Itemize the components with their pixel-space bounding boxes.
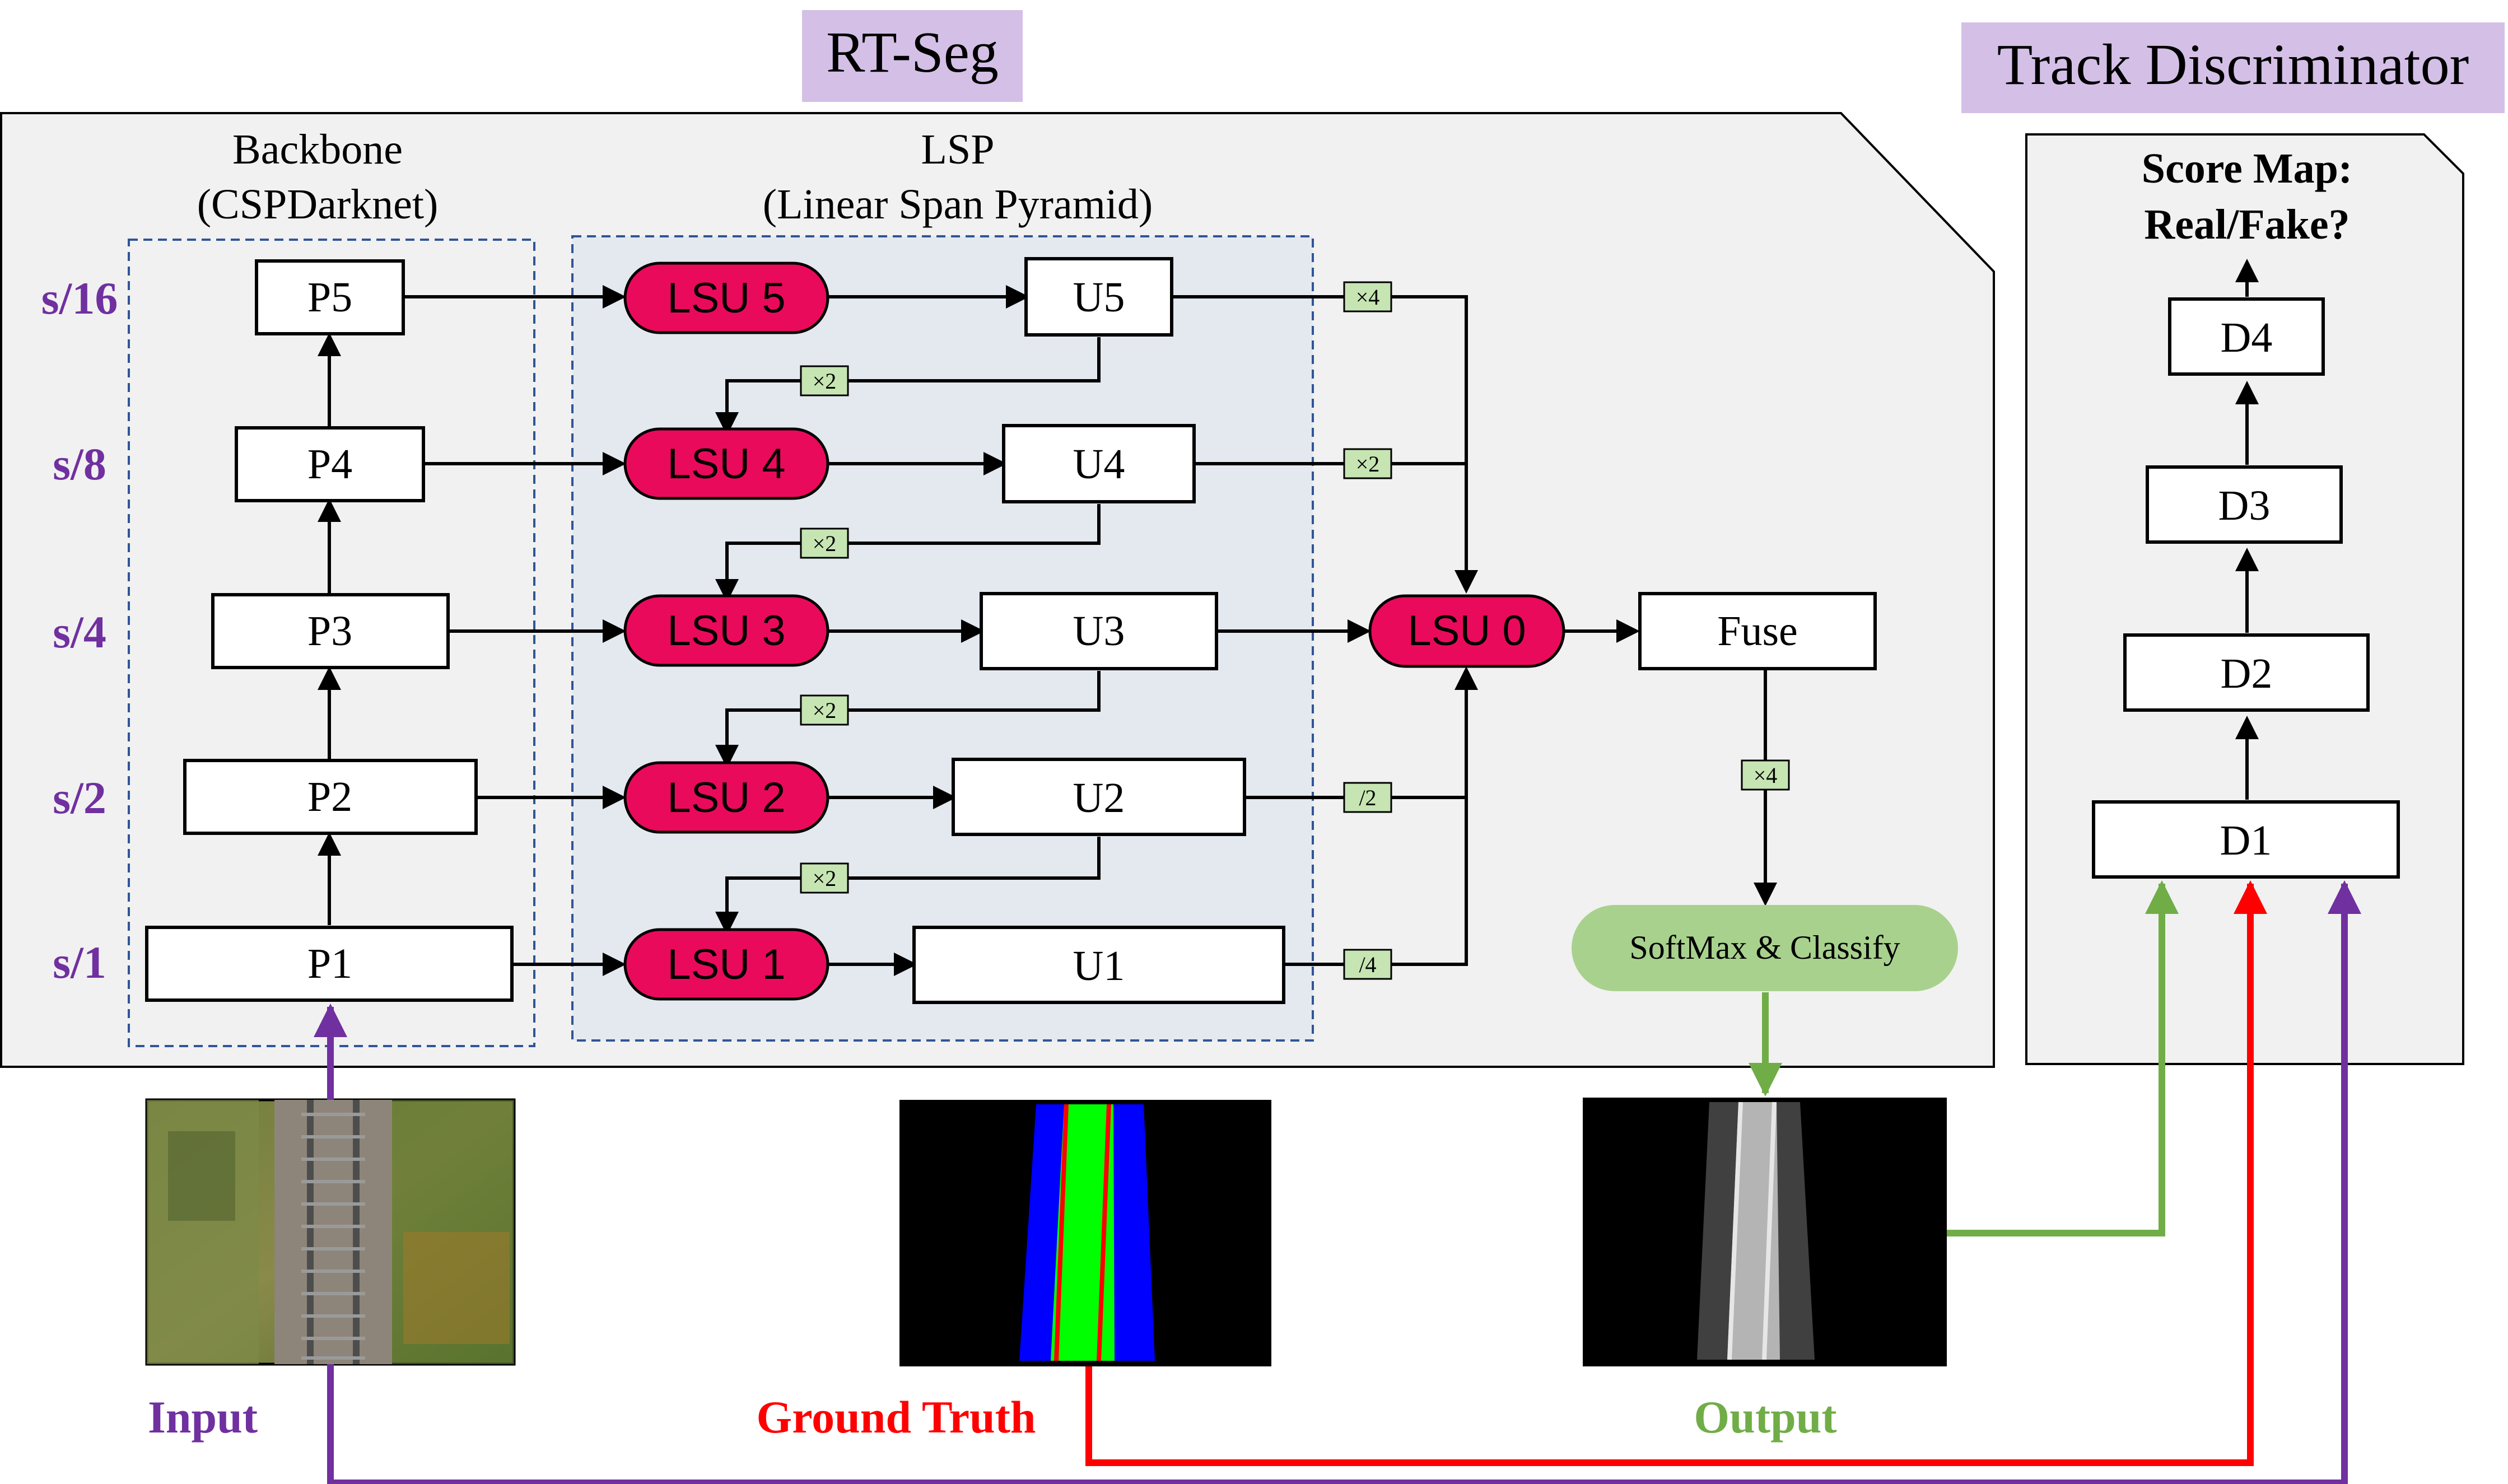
lsu-pill: [623, 427, 829, 500]
merge-tag-label: /2: [1359, 785, 1376, 810]
u-block-u3: [980, 592, 1218, 670]
upsample-tag-label: ×2: [813, 531, 837, 556]
backbone-label: Backbone: [232, 126, 403, 173]
scale-tags: ×2 ×2 ×2 ×2 ×4 ×2 /2 /4 ×4: [800, 281, 1790, 980]
merge-tag-label: ×2: [1356, 451, 1380, 477]
disc-block-d2: [2123, 633, 2370, 712]
upsample-tag: [800, 528, 849, 559]
upsample-tag: [800, 365, 849, 396]
disc-block-label: D3: [2218, 482, 2271, 529]
output-image: [1583, 1098, 1947, 1366]
fuse-label: Fuse: [1717, 608, 1798, 655]
discriminator-title: Track Discriminator: [1997, 32, 2469, 97]
ground-truth-label: Ground Truth: [756, 1392, 1036, 1443]
disc-block-d3: [2146, 465, 2343, 544]
output-label: Output: [1694, 1392, 1836, 1443]
lsu0-pill: [1368, 594, 1565, 668]
disc-block-d4: [2168, 297, 2325, 376]
input-label: Input: [148, 1392, 258, 1443]
lsu-units: LSU 5 LSU 4 LSU 3 LSU 2 LSU 1: [623, 262, 829, 1001]
scale-label: s/1: [53, 937, 106, 988]
backbone-block-label: P2: [307, 773, 352, 820]
u-block-u4: [1002, 424, 1196, 503]
u-block-u2: [952, 758, 1246, 836]
connectors: [318, 259, 2259, 976]
fuse-block: [1638, 592, 1877, 670]
upsample-tag-label: ×2: [813, 368, 837, 394]
score-map-sublabel: Real/Fake?: [2144, 201, 2349, 248]
lsp-sublabel: (Linear Span Pyramid): [763, 181, 1153, 228]
lsu-pill: [623, 594, 829, 667]
backbone-sublabel: (CSPDarknet): [197, 181, 439, 228]
softmax-label: SoftMax & Classify: [1629, 929, 1900, 966]
u-block-u5: [1024, 257, 1173, 337]
ground-truth-image: [899, 1100, 1271, 1366]
score-map-label: Score Map:: [2142, 145, 2352, 192]
lsp-label: LSP: [921, 126, 995, 173]
merge-tag: [1343, 281, 1392, 312]
lsu-label: LSU 5: [667, 274, 785, 322]
input-image: [145, 1098, 516, 1366]
u-block-label: U1: [1073, 942, 1125, 990]
upsample-tag: [800, 862, 849, 894]
backbone-block-p3: [211, 593, 450, 669]
lsu0-label: LSU 0: [1407, 607, 1526, 655]
backbone-block-p5: [255, 259, 405, 335]
discriminator-panel: [2025, 133, 2464, 1065]
fuse-tag: [1741, 759, 1790, 791]
merge-tag: [1343, 448, 1392, 479]
softmax-block: [1572, 905, 1958, 991]
rtseg-title-box: [802, 10, 1023, 102]
upsample-blocks: U5 U4 U3 U2 U1: [912, 257, 1285, 1004]
backbone-block-p4: [235, 426, 425, 502]
backbone-blocks: P5 P4 P3 P2 P1: [145, 259, 514, 1002]
u-block-label: U5: [1073, 274, 1125, 321]
rtseg-title: RT-Seg: [826, 20, 999, 85]
upsample-tag: [800, 694, 849, 726]
lsu-label: LSU 2: [667, 774, 785, 822]
backbone-block-label: P3: [307, 608, 352, 655]
lsu-pill: [623, 928, 829, 1001]
disc-block-label: D4: [2221, 314, 2273, 361]
scale-label: s/16: [41, 273, 118, 324]
scale-label: s/4: [53, 606, 106, 657]
backbone-block-label: P4: [307, 441, 352, 488]
upsample-tag-label: ×2: [813, 698, 837, 723]
u-block-label: U3: [1073, 608, 1125, 655]
backbone-block-label: P1: [307, 940, 352, 987]
lsu-label: LSU 3: [667, 607, 785, 655]
lsu-pill: [623, 761, 829, 834]
backbone-block-p1: [145, 926, 514, 1002]
feed-lines: [314, 880, 2361, 1484]
u-block-label: U4: [1073, 441, 1125, 488]
lsu-label: LSU 4: [667, 440, 785, 488]
upsample-tag-label: ×2: [813, 866, 837, 891]
backbone-block-label: P5: [307, 274, 352, 321]
lsu-label: LSU 1: [667, 941, 785, 988]
lsu-pill: [623, 262, 829, 334]
backbone-block-p2: [183, 759, 478, 835]
u-block-u1: [912, 926, 1285, 1004]
scale-label: s/8: [53, 438, 106, 489]
u-block-label: U2: [1073, 774, 1125, 822]
discriminator-title-box: [1961, 22, 2505, 113]
fuse-tag-label: ×4: [1754, 763, 1778, 788]
disc-block-label: D2: [2221, 650, 2273, 697]
merge-tag-label: /4: [1359, 952, 1376, 977]
merge-tag: [1343, 949, 1392, 980]
scale-label: s/2: [53, 772, 106, 823]
merge-tag: [1343, 782, 1392, 813]
merge-tag-label: ×4: [1356, 284, 1380, 310]
disc-block-label: D1: [2220, 817, 2272, 864]
disc-block-d1: [2092, 800, 2400, 879]
